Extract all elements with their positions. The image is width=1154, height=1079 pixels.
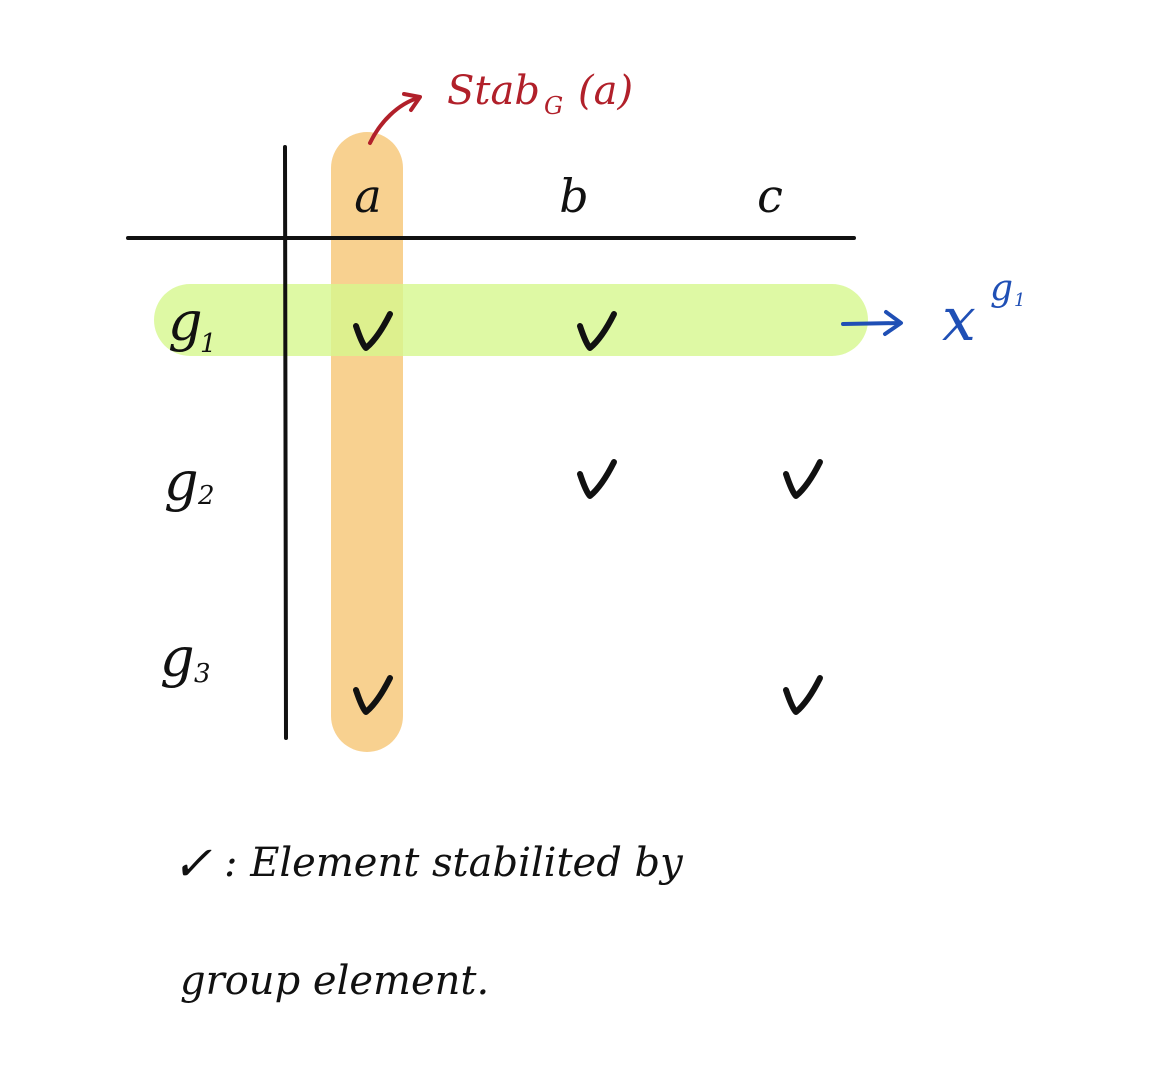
- legend-check-symbol: ✓: [172, 836, 212, 892]
- row-label-g1-base: g: [168, 290, 203, 353]
- stab-label: Stab: [447, 68, 540, 114]
- column-header-c: c: [757, 169, 783, 223]
- column-a-highlight: [331, 132, 403, 752]
- row-g1-highlight: [154, 284, 868, 356]
- check-mark-icon: [577, 459, 617, 499]
- check-marks: [353, 311, 823, 715]
- row-label-g3: g 3: [160, 626, 211, 689]
- check-mark-icon: [783, 459, 823, 499]
- check-mark-icon: [783, 675, 823, 715]
- orbit-base-x: x: [942, 285, 976, 355]
- stab-subscript: G: [544, 92, 563, 120]
- row-label-g1: g 1: [168, 290, 217, 359]
- row-label-g2-subscript: 2: [197, 481, 215, 511]
- column-header-b: b: [559, 169, 588, 223]
- column-header-a: a: [354, 169, 381, 223]
- row-label-separator-line: [283, 145, 288, 740]
- row-label-g3-base: g: [160, 626, 195, 689]
- orbit-arrow-icon: [841, 321, 902, 326]
- row-label-g1-subscript: 1: [200, 329, 217, 359]
- row-label-g2: g 2: [164, 450, 215, 513]
- orbit-arrowhead-icon: [883, 310, 903, 336]
- legend-line-2: group element.: [180, 958, 489, 1004]
- stab-arrowhead-icon: [402, 92, 422, 112]
- check-mark-icon: [353, 311, 393, 351]
- stab-arrow-icon: [368, 96, 420, 145]
- orbit-superscript-g: g: [990, 268, 1013, 309]
- stab-argument: (a): [578, 68, 633, 114]
- row-label-g2-base: g: [164, 450, 199, 513]
- row-label-g3-subscript: 3: [194, 659, 211, 689]
- orbit-superscript-subscript: 1: [1014, 290, 1025, 311]
- check-mark-icon: [577, 311, 617, 351]
- legend-line-1: : Element stabilited by: [224, 840, 684, 886]
- check-mark-icon: [353, 675, 393, 715]
